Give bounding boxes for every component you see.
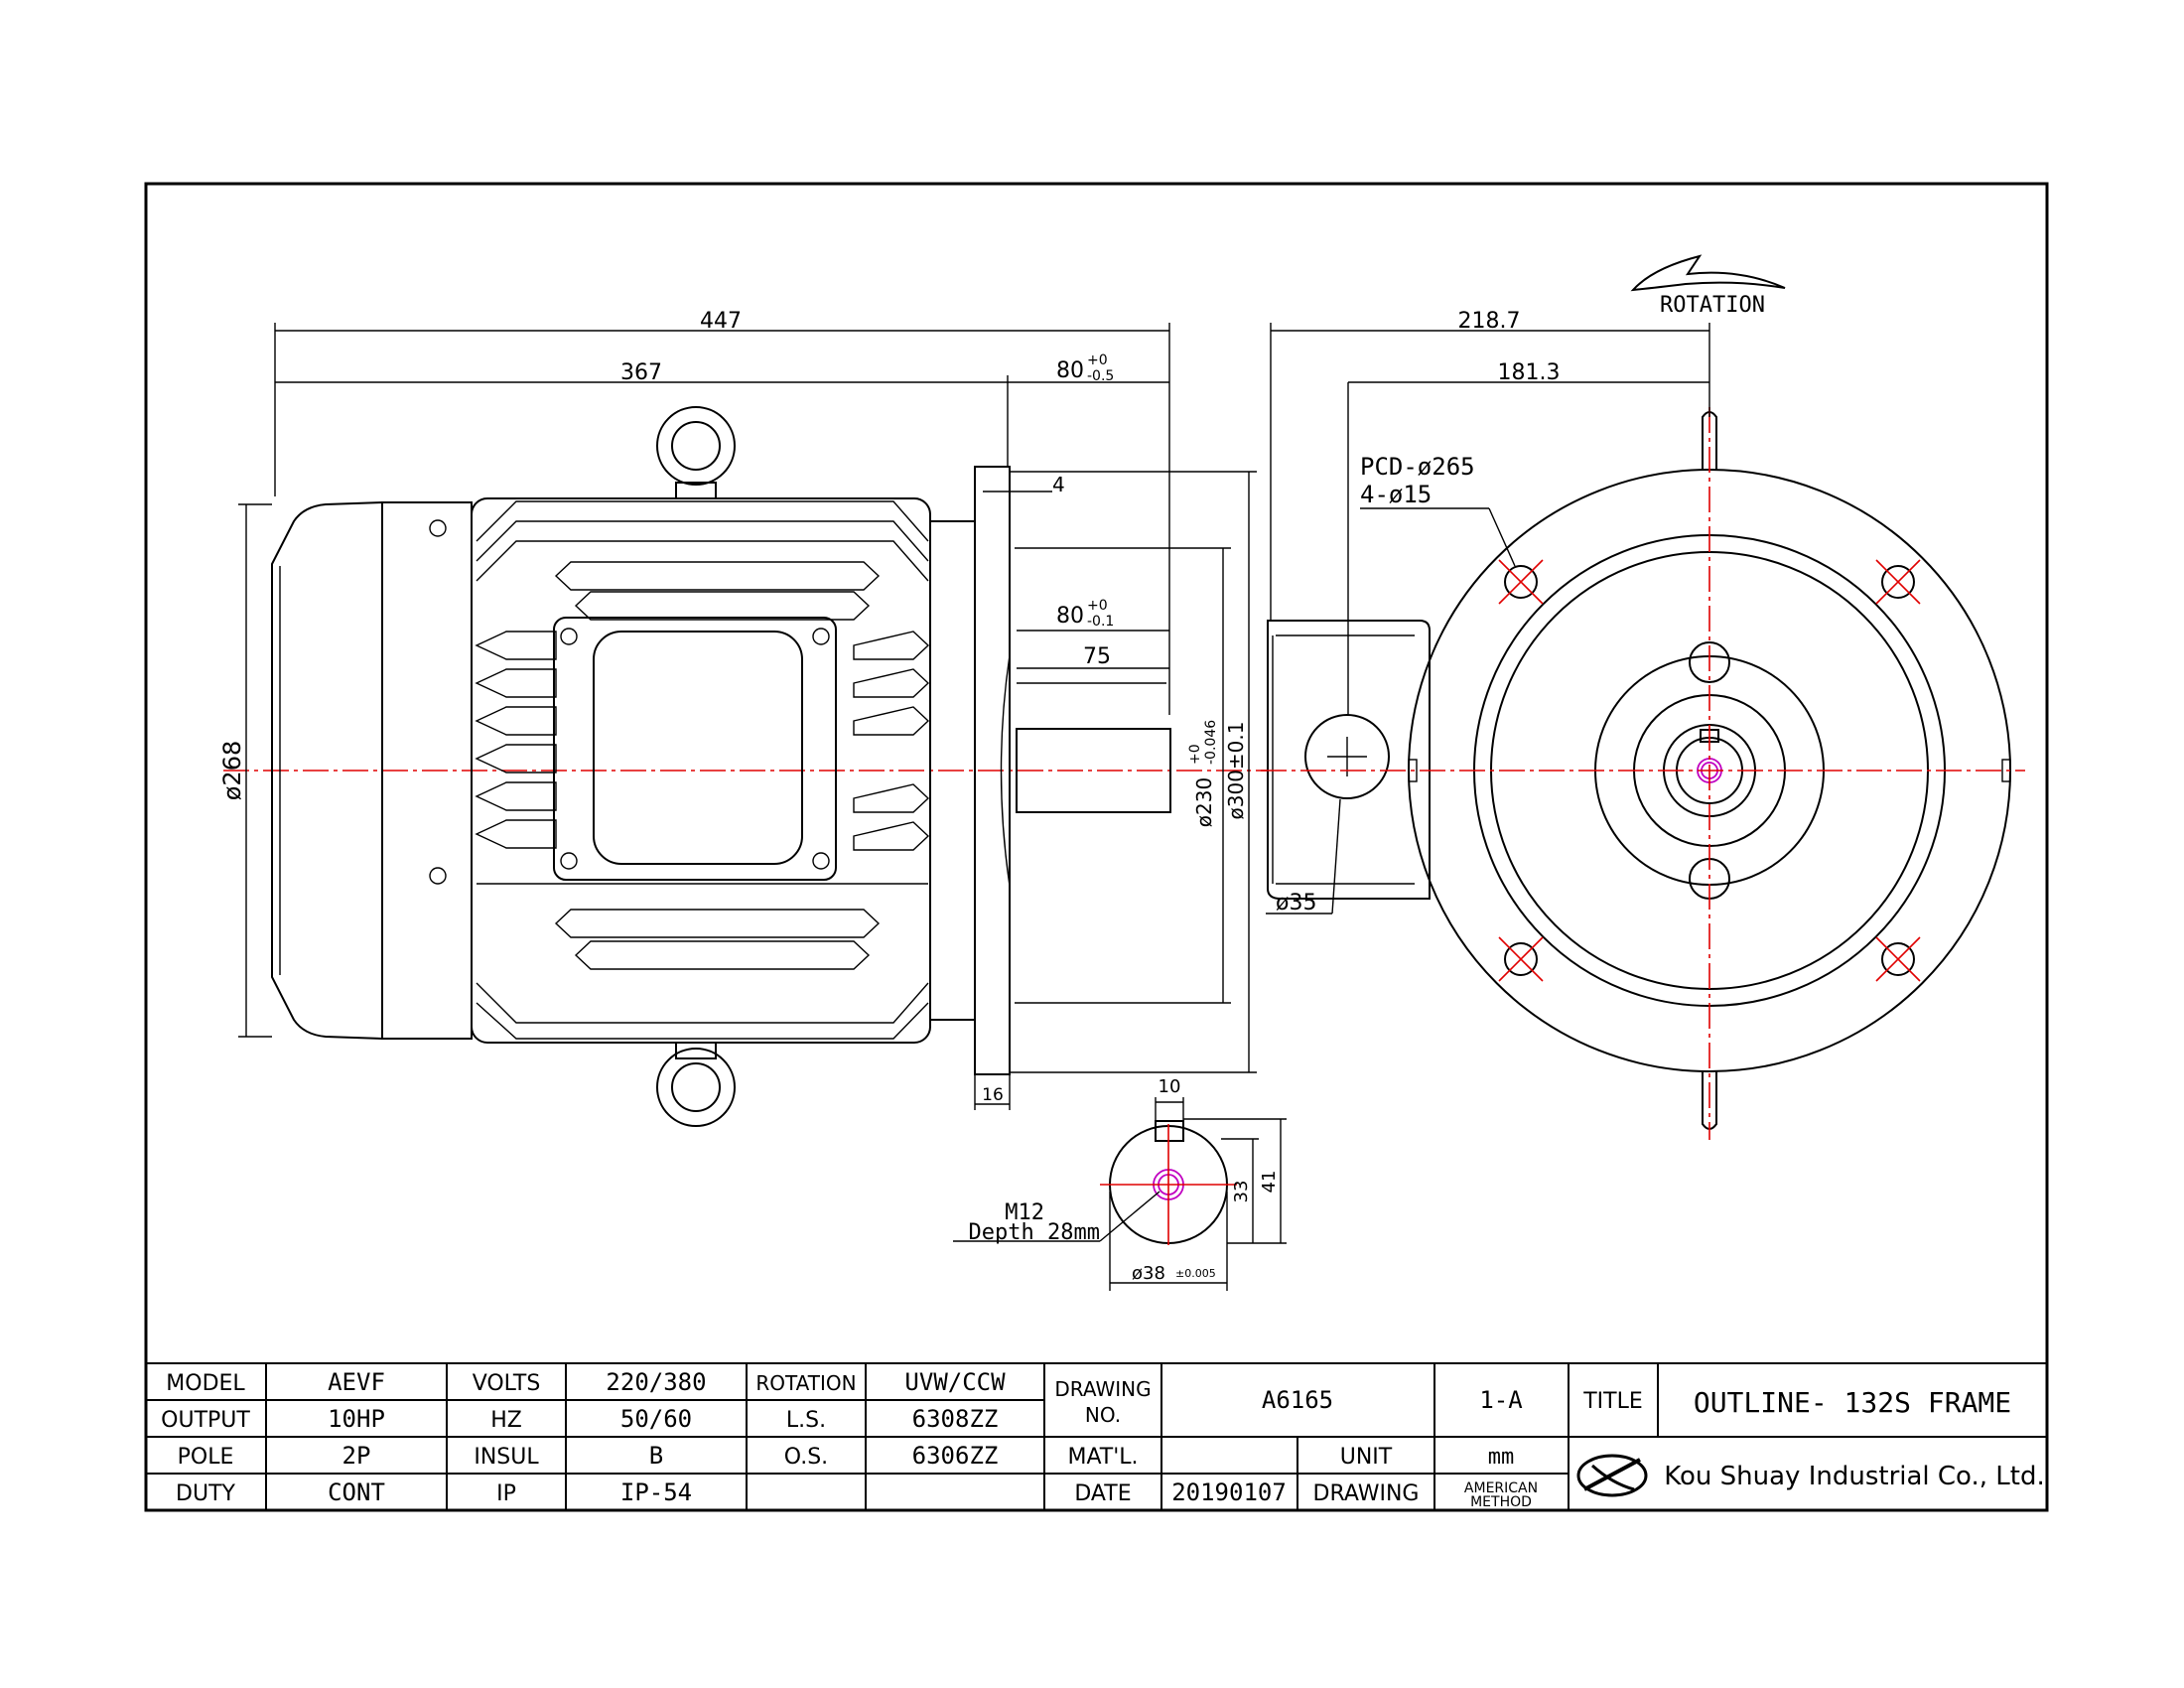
model-label: MODEL: [166, 1371, 245, 1396]
front-view: ROTATION ø35: [1261, 254, 2025, 1140]
volts-label: VOLTS: [473, 1371, 541, 1396]
rotation-title-label: ROTATION: [755, 1371, 856, 1395]
dim-80b-tol-up: +0: [1087, 598, 1108, 614]
rotation-label: ROTATION: [1660, 293, 1765, 318]
m12-label: M12: [1005, 1200, 1044, 1225]
dim-75: 75: [1083, 644, 1111, 669]
insul-label: INSUL: [474, 1445, 539, 1470]
ls-label: L.S.: [786, 1408, 826, 1433]
matl-label: MAT'L.: [1067, 1445, 1138, 1470]
dim-80b: 80: [1056, 604, 1084, 629]
dim-10: 10: [1159, 1076, 1181, 1097]
dim-80b-tol-dn: -0.1: [1087, 614, 1114, 630]
hz-label: HZ: [490, 1408, 522, 1433]
ip-value: IP-54: [620, 1478, 692, 1506]
hz-value: 50/60: [620, 1405, 692, 1433]
os-label: O.S.: [784, 1445, 828, 1470]
output-value: 10HP: [328, 1405, 385, 1433]
pole-label: POLE: [178, 1445, 234, 1470]
dim-80a-tol-dn: -0.5: [1087, 368, 1114, 384]
company-logo-icon: [1576, 1454, 1648, 1497]
dim-dia-38: ø38: [1132, 1263, 1165, 1284]
dim-33: 33: [1231, 1181, 1252, 1203]
side-view: 447 367 80 +0 -0.5 4 80 +0 -0.1 75 ø268 …: [218, 309, 1269, 1127]
dim-dia-230-tol-up: +0: [1187, 744, 1203, 765]
title-label: TITLE: [1582, 1389, 1643, 1414]
date-label: DATE: [1074, 1481, 1131, 1506]
shaft-detail: 10 33 41 ø38 ±0.005 M12 Depth 28mm: [953, 1076, 1287, 1291]
insul-value: B: [649, 1442, 663, 1470]
model-value: AEVF: [328, 1368, 385, 1396]
rotation-value: UVW/CCW: [904, 1368, 1006, 1396]
drawing-method-label: DRAWING: [1313, 1481, 1420, 1506]
dim-447: 447: [700, 309, 742, 334]
ip-label: IP: [496, 1481, 516, 1506]
dim-4: 4: [1052, 473, 1065, 496]
volts-value: 220/380: [606, 1368, 706, 1396]
drawing-title: OUTLINE- 132S FRAME: [1694, 1386, 2011, 1419]
rotation-arrow-icon: [1630, 254, 1786, 292]
dim-dia-268: ø268: [218, 741, 246, 801]
unit-label: UNIT: [1340, 1445, 1393, 1470]
drawing-no-value: A6165: [1262, 1386, 1333, 1414]
dim-dia-300: ø300±0.1: [1224, 722, 1248, 820]
dim-80a-tol-up: +0: [1087, 352, 1108, 368]
ls-value: 6308ZZ: [912, 1405, 999, 1433]
duty-label: DUTY: [176, 1481, 235, 1506]
holes-label: 4-ø15: [1360, 481, 1432, 508]
dim-dia-38-tol: ±0.005: [1175, 1267, 1216, 1280]
revision-value: 1-A: [1479, 1386, 1523, 1414]
drawing-no-label-1: DRAWING: [1054, 1377, 1151, 1401]
duty-value: CONT: [328, 1478, 385, 1506]
dim-dia-230: ø230: [1192, 777, 1216, 827]
method-line-2: METHOD: [1470, 1494, 1532, 1510]
dim-181-3: 181.3: [1498, 360, 1561, 385]
dim-dia-35: ø35: [1276, 891, 1316, 915]
dim-16: 16: [982, 1085, 1004, 1105]
date-value: 20190107: [1171, 1478, 1287, 1506]
dim-41: 41: [1259, 1171, 1280, 1194]
output-label: OUTPUT: [161, 1408, 250, 1433]
company-name: Kou Shuay Industrial Co., Ltd.: [1664, 1462, 2045, 1491]
dim-367: 367: [620, 360, 662, 385]
dim-218-7: 218.7: [1458, 309, 1521, 334]
dim-80a: 80: [1056, 358, 1084, 383]
dim-dia-230-tol-dn: -0.046: [1203, 720, 1219, 765]
drawing-no-label-2: NO.: [1085, 1403, 1121, 1427]
pole-value: 2P: [342, 1442, 371, 1470]
method-line-1: AMERICAN: [1464, 1480, 1538, 1496]
pcd-label: PCD-ø265: [1360, 453, 1475, 481]
os-value: 6306ZZ: [912, 1442, 999, 1470]
depth-label: Depth 28mm: [969, 1220, 1100, 1245]
title-block: MODEL AEVF OUTPUT 10HP POLE 2P DUTY CONT…: [145, 1362, 2048, 1511]
unit-value: mm: [1488, 1445, 1515, 1470]
